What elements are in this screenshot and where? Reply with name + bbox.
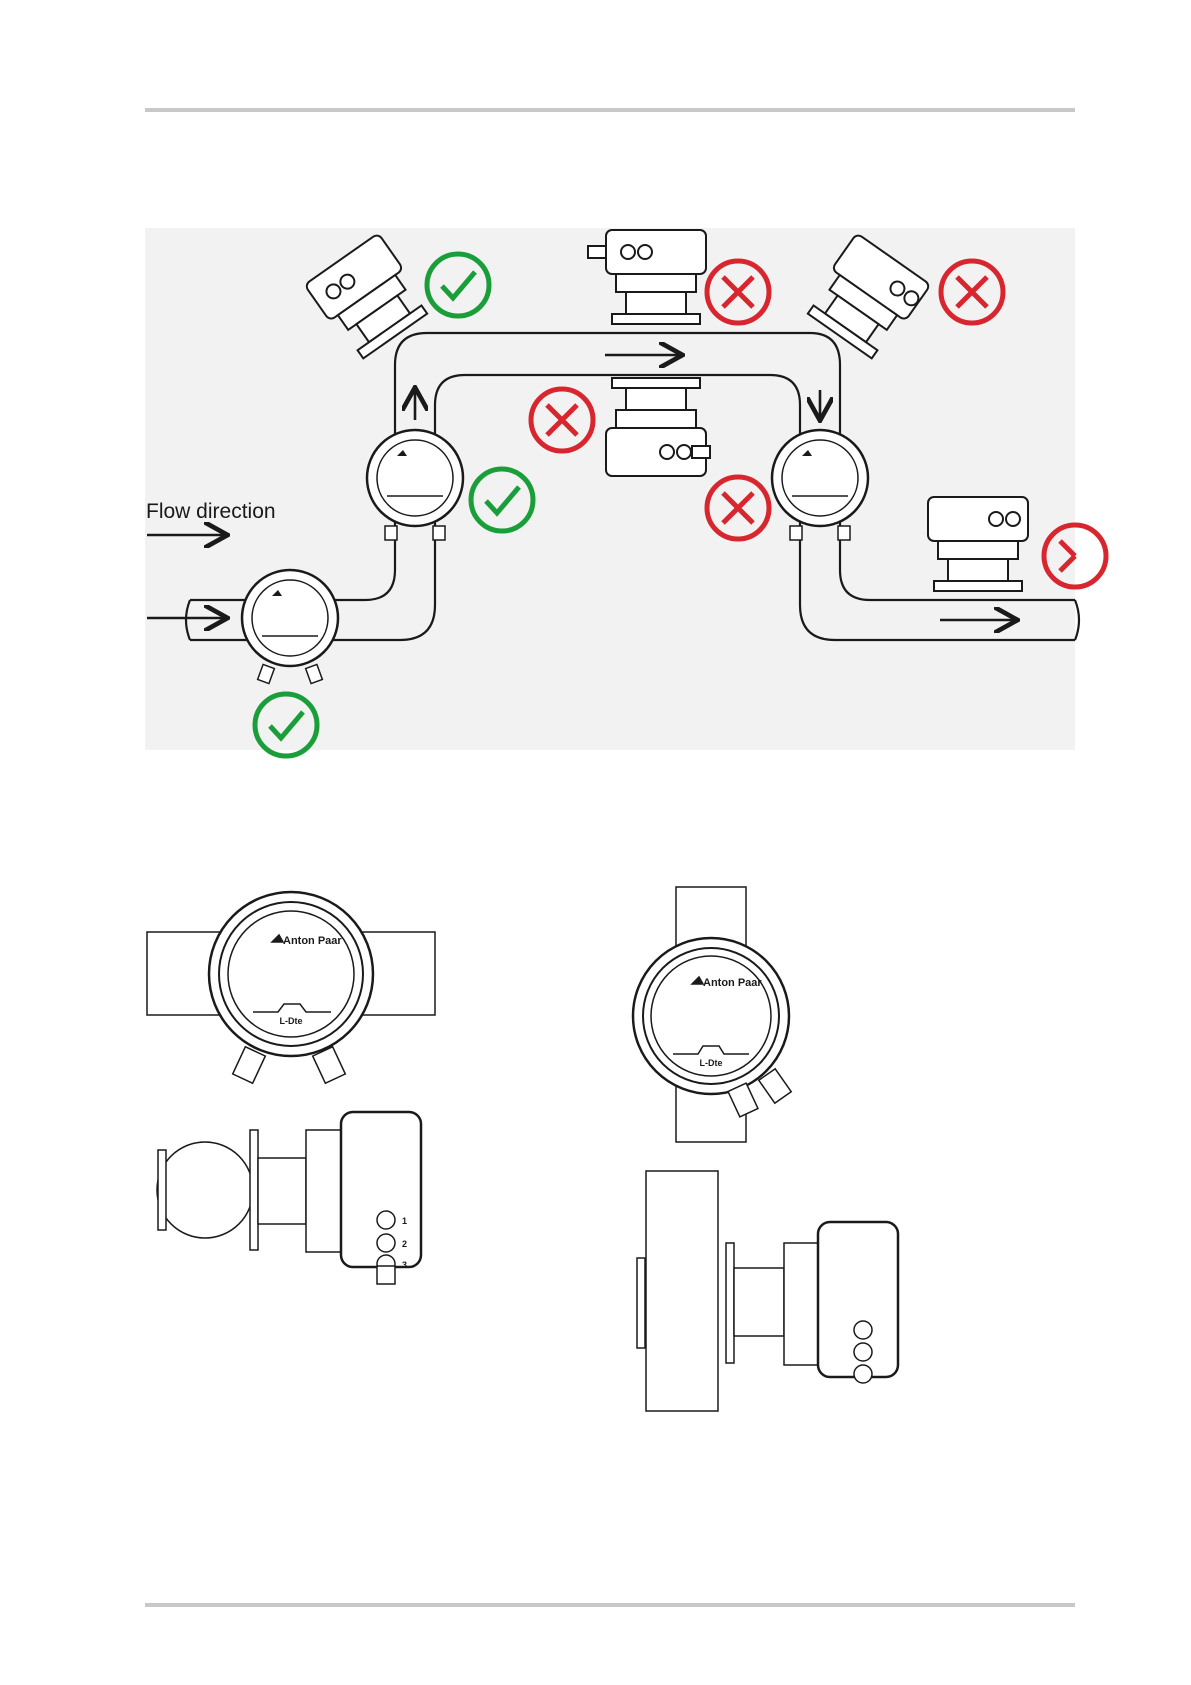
brand-text-horizontal: Anton Paar [283, 935, 342, 947]
device-side-outlet [928, 497, 1028, 591]
brand-text-vertical: Anton Paar [703, 977, 762, 989]
device-front-inlet [242, 570, 338, 684]
detail-vertical-side [637, 1171, 898, 1411]
device-side-top [588, 230, 706, 324]
device-front-downcomer [772, 430, 868, 540]
check-circle-icon [471, 469, 533, 531]
check-circle-icon [255, 694, 317, 756]
port-number-1: 1 [402, 1216, 407, 1226]
detail-vertical-front [633, 887, 791, 1142]
model-text-horizontal: L-Dte [280, 1016, 303, 1026]
detail-horizontal-front [147, 892, 435, 1083]
device-front-riser [367, 430, 463, 540]
port-number-2: 2 [402, 1239, 407, 1249]
device-side-tilted-left [304, 233, 432, 362]
model-text-vertical: L-Dte [700, 1058, 723, 1068]
x-circle-icon [707, 477, 769, 539]
device-side-tilted-right [803, 233, 931, 362]
check-circle-icon [427, 254, 489, 316]
detail-horizontal-side [157, 1112, 421, 1284]
x-circle-icon [531, 389, 593, 451]
device-side-bottom [606, 378, 710, 476]
x-circle-icon [707, 261, 769, 323]
x-circle-icon [941, 261, 1003, 323]
x-circle-icon [1044, 525, 1106, 587]
port-number-3: 3 [402, 1260, 407, 1270]
